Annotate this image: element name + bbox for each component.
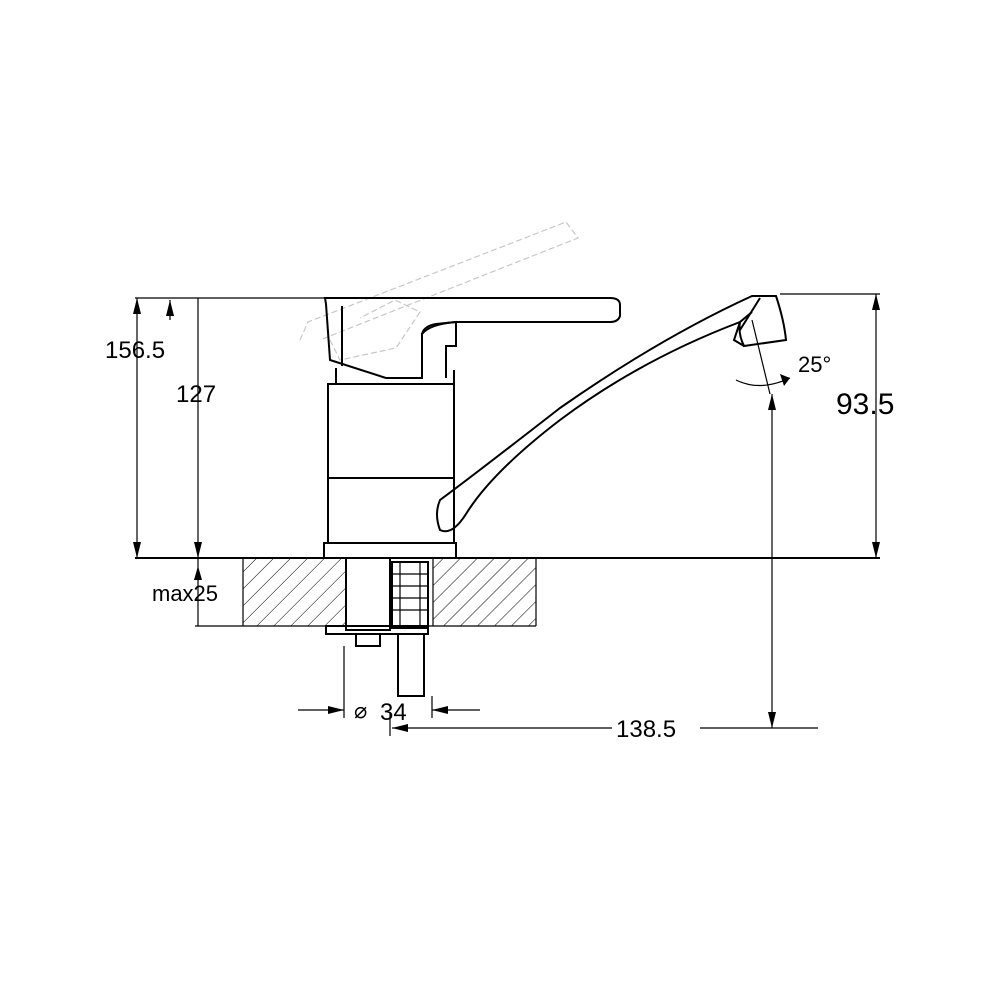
label-swivel-angle: 25°: [798, 352, 831, 377]
spout: [436, 295, 788, 533]
label-max-thickness: max25: [152, 581, 218, 606]
underside-fixings: [325, 557, 429, 697]
countertop: [135, 557, 880, 627]
label-body-height: 127: [176, 381, 216, 408]
diameter-symbol: ⌀: [354, 698, 367, 723]
ghost-lever: [299, 221, 579, 361]
lever-handle: [323, 297, 621, 379]
label-spout-reach: 138.5: [616, 716, 676, 743]
label-hole-diameter: 34: [380, 699, 407, 726]
dimension-lines: [133, 293, 880, 736]
label-spout-height: 93.5: [836, 388, 894, 421]
label-total-height: 156.5: [105, 337, 165, 364]
faucet-body: [323, 368, 457, 559]
